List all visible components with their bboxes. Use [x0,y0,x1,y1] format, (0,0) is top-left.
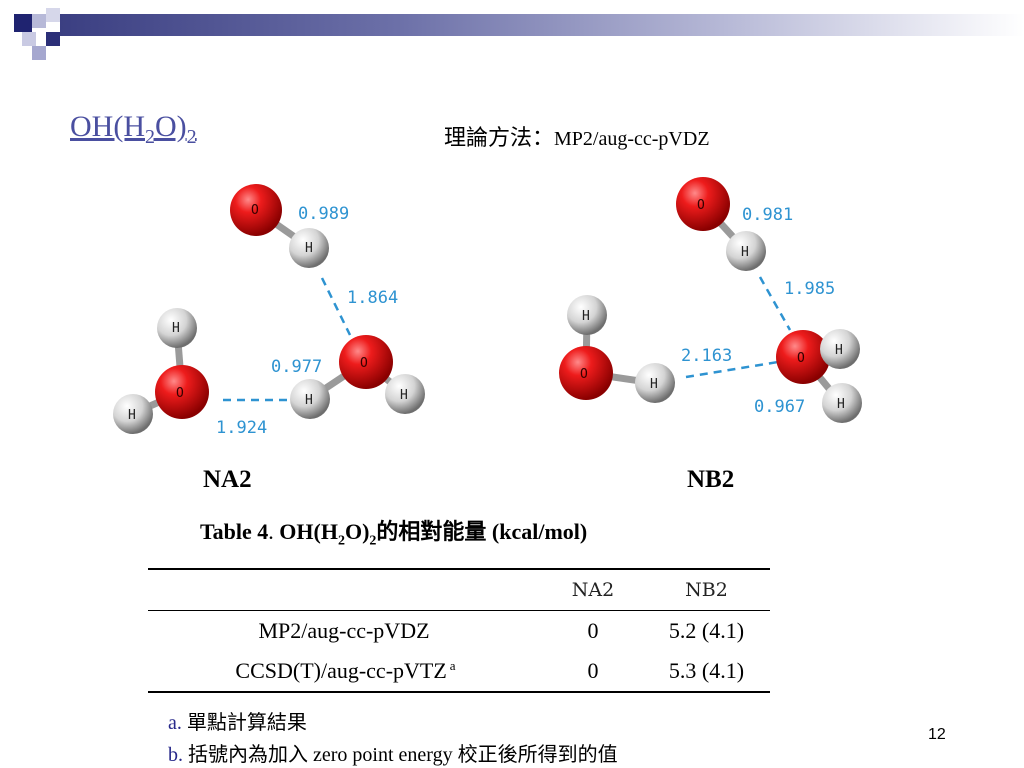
atom-label: H [172,321,180,336]
hydrogen-bond [685,360,779,379]
table-row: MP2/aug-cc-pVDZ 0 5.2 (4.1) [148,611,770,652]
hydrogen-bond [758,276,792,331]
deco-square [32,46,46,60]
atom-label: H [650,377,658,392]
column-header [148,568,543,611]
hydrogen-atom [385,374,425,414]
atom-label: O [176,386,184,401]
page-number: 12 [928,726,946,743]
atom-label: O [580,367,588,382]
atom-label: H [835,343,843,358]
deco-square [22,32,36,46]
hydrogen-atom [635,363,675,403]
hydrogen-atom [290,379,330,419]
deco-square [32,14,46,28]
atom-label: O [697,198,705,213]
value-cell: 0 [587,618,599,643]
bond-length-label: 0.967 [754,397,805,417]
bond-length-label: 1.985 [784,279,835,299]
header-gradient-bar [60,14,1024,36]
atom-label: H [305,393,313,408]
bond-length-label: 1.864 [347,288,398,308]
molecule-structures: O H H O H O H H 0.989 1.864 0.977 1.924 … [113,177,862,438]
structure-nb2: O H H O H O H H 0.981 1.985 2.163 0.967 [559,177,862,423]
value-cell: 0 [543,651,643,693]
hydrogen-atom [289,228,329,268]
deco-square [46,32,60,46]
hydrogen-atom [820,329,860,369]
oxygen-atom [676,177,730,231]
method-line: 理論方法：MP2/aug-cc-pVDZ [444,120,710,152]
oxygen-atom [230,184,282,236]
structure-label-nb2: NB2 [687,466,735,493]
table-caption: Table 4. OH(H2O)2的相對能量 (kcal/mol) [200,519,588,549]
atom-label: O [360,356,368,371]
bond-length-label: 0.981 [742,205,793,225]
oxygen-atom [339,335,393,389]
bond-length-label: 2.163 [681,346,732,366]
atom-label: H [400,388,408,403]
hydrogen-atom [157,308,197,348]
hydrogen-atom [113,394,153,434]
table-header-row: NA2 NB2 [148,568,770,611]
oxygen-atom [155,365,209,419]
hydrogen-atom [726,231,766,271]
atom-label: H [582,309,590,324]
method-value: MP2/aug-cc-pVDZ [554,128,710,150]
bond-length-label: 1.924 [216,418,267,438]
slide-title: OH(H2O)2 [70,110,197,148]
atom-label: H [128,408,136,423]
structure-label-na2: NA2 [203,466,252,493]
column-header: NB2 [643,568,770,611]
footnote-b: b. 括號內為加入 zero point energy 校正後所得到的值 [168,744,618,766]
energy-table: NA2 NB2 MP2/aug-cc-pVDZ 0 5.2 (4.1) CCSD… [148,568,770,693]
value-cell: 5.3 (4.1) [643,651,770,693]
hydrogen-bond [320,277,352,336]
column-header: NA2 [543,568,643,611]
value-cell: 5.2 (4.1) [668,618,745,643]
hydrogen-atom [822,383,862,423]
atom-label: O [797,351,805,366]
atom-label: H [305,241,313,256]
method-cell: MP2/aug-cc-pVDZ [258,618,430,643]
atom-label: H [837,397,845,412]
deco-square [14,14,32,32]
method-label: 理論方法： [444,125,555,150]
oxygen-atom [776,330,830,384]
bond-length-label: 0.989 [298,204,349,224]
deco-square [46,8,60,22]
header-decoration [0,0,1024,64]
atom-label: H [741,245,749,260]
atom-label: O [251,203,259,218]
footnote-a: a. 單點計算結果 [168,712,307,734]
oxygen-atom [559,346,613,400]
bond-length-label: 0.977 [271,357,322,377]
structure-na2: O H H O H O H H 0.989 1.864 0.977 1.924 [113,184,425,438]
hydrogen-atom [567,295,607,335]
